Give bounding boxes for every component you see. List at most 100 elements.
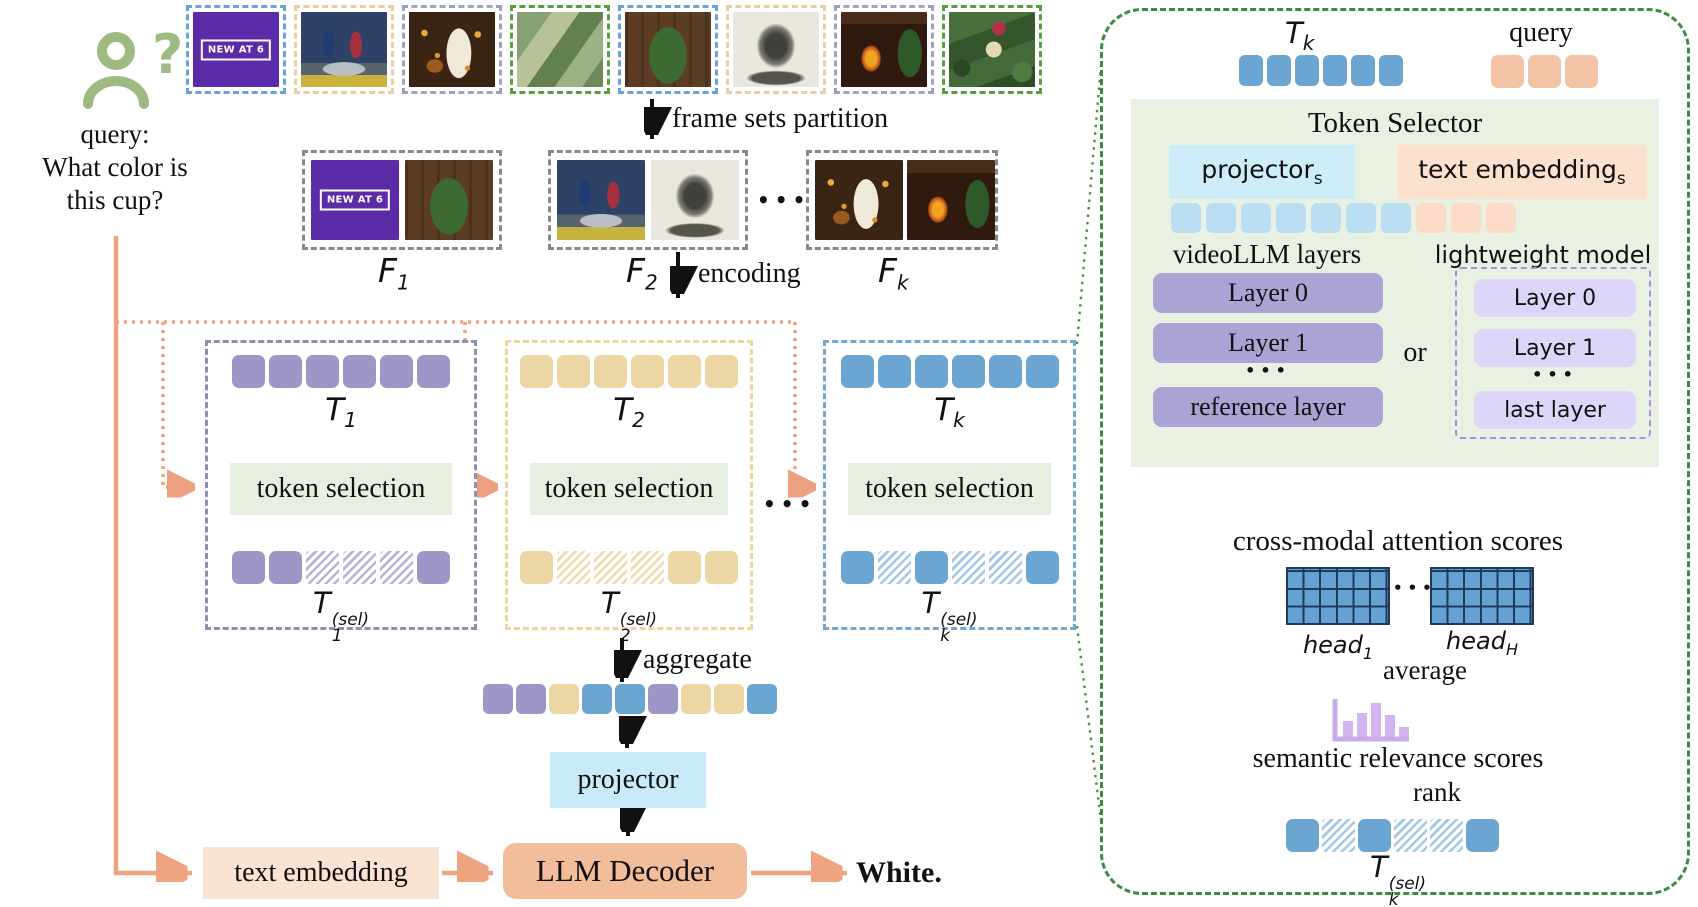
token-purple [269, 551, 302, 584]
frame-thumb-candle [409, 12, 495, 87]
frame-set-2 [548, 150, 748, 250]
token-blue [1466, 819, 1499, 852]
query-line-1: query: [80, 119, 150, 149]
label-tk-sel: T(sel)k [921, 586, 978, 647]
text-embedding-label: text embedding [234, 857, 408, 888]
token-selector-title: Token Selector [1307, 107, 1483, 139]
video-frame-1: NEW AT 6 [186, 5, 286, 94]
token-blue [914, 551, 948, 584]
set2-thumb-engraving [651, 160, 739, 240]
token-blue [1351, 55, 1375, 86]
token-lightpeach [1416, 203, 1446, 233]
token-blue [988, 355, 1022, 388]
token-lightpeach [1486, 203, 1516, 233]
partition-label: frame sets partition [672, 103, 889, 134]
videollm-layer-1: Layer 1 [1153, 323, 1383, 363]
set-label-f1: F1 [378, 251, 410, 295]
token-purple [516, 684, 546, 714]
video-frame-3 [402, 5, 502, 94]
lightweight-layers-ellipsis: ••• [1532, 365, 1578, 384]
query-text: query: What color is this cup? [5, 118, 225, 217]
token-tan [668, 355, 701, 388]
token-tan [594, 355, 627, 388]
lightweight-layer-1: Layer 1 [1474, 329, 1636, 367]
token-lightblue [1241, 203, 1271, 233]
text-embedding-box: text embedding [203, 847, 439, 899]
token-salmon [1491, 55, 1524, 88]
frame-thumb-news-slide: NEW AT 6 [193, 12, 279, 87]
token-blue [582, 684, 612, 714]
label-t2: T2 [613, 392, 645, 433]
panel-query-tokens [1491, 55, 1598, 88]
token-tan [557, 355, 590, 388]
rank-label: rank [1413, 777, 1461, 807]
head-1-label: head1 [1302, 631, 1374, 663]
videollm-layers-title: videoLLM layers [1172, 239, 1362, 269]
text-embedding-s-label: text embeddings [1418, 155, 1626, 189]
blocks-ellipsis: ••• [763, 492, 817, 516]
token-blue [951, 355, 985, 388]
token-hatch-blue [988, 551, 1022, 584]
token-purple [269, 355, 302, 388]
selected-token-row-t2 [520, 551, 738, 584]
user-icon [80, 28, 158, 117]
frame-thumb-engraving [733, 12, 819, 87]
token-purple [417, 551, 450, 584]
video-frame-7 [834, 5, 934, 94]
set2-thumb-studio [557, 160, 645, 240]
frame-slide-caption: NEW AT 6 [200, 39, 272, 60]
aggregated-token-row [483, 684, 777, 714]
video-frame-8 [942, 5, 1042, 94]
token-row-tk [840, 355, 1059, 388]
frame-thumb-news-studio [301, 12, 387, 87]
frame-thumb-fireplace [841, 12, 927, 87]
panel-result-label: T(sel)k [1369, 850, 1427, 907]
set1-slide-caption: NEW AT 6 [319, 189, 391, 211]
token-lightblue [1311, 203, 1341, 233]
set-label-f2: F2 [626, 251, 658, 295]
videollm-reference-layer: reference layer [1153, 387, 1383, 427]
text-embedding-s-box: text embeddings [1397, 145, 1647, 199]
token-purple [306, 355, 339, 388]
token-salmon [1565, 55, 1598, 88]
token-blue [840, 551, 874, 584]
label-t2-sel: T(sel)2 [600, 586, 658, 647]
panel-tk-label: Tk [1285, 16, 1315, 55]
selected-token-row-tk [840, 551, 1059, 584]
label-t1-sel: T(sel)1 [312, 586, 370, 647]
token-tan [681, 684, 711, 714]
llm-decoder-box: LLM Decoder [503, 843, 747, 899]
token-row-t1 [232, 355, 450, 388]
token-lightpeach [1451, 203, 1481, 233]
setk-thumb-candle [815, 160, 903, 240]
token-blue [747, 684, 777, 714]
frame-thumb-ornament [949, 12, 1035, 87]
frame-set-1: NEW AT 6 [302, 150, 502, 250]
token-hatch-tan [631, 551, 664, 584]
token-selection-k: token selection [848, 463, 1051, 515]
panel-tk-tokens [1239, 55, 1403, 86]
video-frame-4 [510, 5, 610, 94]
token-block-2: T2 token selection T(sel)2 [505, 340, 753, 645]
attention-scores-title: cross-modal attention scores [1232, 525, 1564, 557]
token-blue [877, 355, 911, 388]
bar-chart-icon [1329, 693, 1413, 750]
token-purple [483, 684, 513, 714]
token-purple [417, 355, 450, 388]
token-selection-1: token selection [230, 463, 452, 515]
lightweight-model-box: Layer 0 Layer 1 ••• last layer [1455, 267, 1651, 439]
token-tan [714, 684, 744, 714]
frame-set-k [806, 150, 998, 250]
head-H-label: headH [1446, 627, 1518, 659]
token-hatch-purple [306, 551, 339, 584]
token-blue [1025, 355, 1059, 388]
token-blue [1323, 55, 1347, 86]
query-dotted-branch-3 [795, 322, 816, 487]
projector-s-box: projectors [1169, 145, 1355, 199]
token-blue [1239, 55, 1263, 86]
query-line-3: this cup? [66, 184, 164, 215]
token-purple [232, 355, 265, 388]
frame-sets-ellipsis: ••• [757, 188, 811, 212]
projector-box: projector [550, 752, 706, 808]
token-blue [1379, 55, 1403, 86]
